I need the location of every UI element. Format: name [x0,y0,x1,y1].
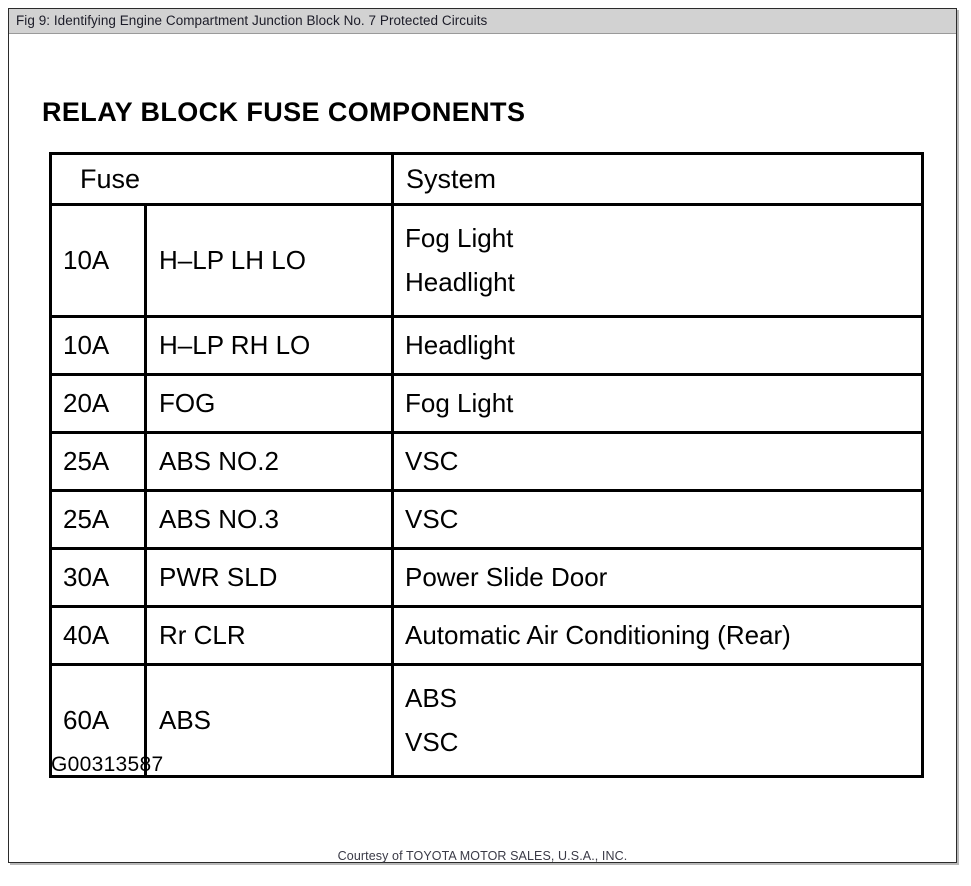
system-line: Fog Light [405,223,514,254]
figure-caption-text: Fig 9: Identifying Engine Compartment Ju… [16,13,488,29]
cell-fuse-name: ABS NO.3 [144,489,394,550]
figure-body: RELAY BLOCK FUSE COMPONENTS Fuse System … [9,34,956,863]
cell-system: Automatic Air Conditioning (Rear) [391,605,924,666]
cell-system: Headlight [391,315,924,376]
system-line: VSC [405,445,459,476]
figure-title: RELAY BLOCK FUSE COMPONENTS [42,97,526,127]
system-line-group: VSC [405,445,921,476]
cell-amperage: 20A [49,373,147,434]
cell-amperage: 10A [49,315,147,376]
figure-caption-bar: Fig 9: Identifying Engine Compartment Ju… [9,9,956,34]
system-line: ABS [405,683,458,714]
cell-fuse-name: Rr CLR [144,605,394,666]
cell-fuse-name: H–LP RH LO [144,315,394,376]
system-line: Headlight [405,329,515,360]
system-line-group: Power Slide Door [405,561,921,592]
table-head: Fuse System [49,152,924,206]
system-line-group: Headlight [405,329,921,360]
column-header-system: System [391,152,924,206]
cell-system: Fog Light [391,373,924,434]
cell-fuse-name: PWR SLD [144,547,394,608]
system-line-group: Fog Light [405,387,921,418]
cell-amperage: 40A [49,605,147,666]
system-line-group: Automatic Air Conditioning (Rear) [405,619,921,650]
figure-id-label: G00313587 [51,753,164,776]
system-line: Fog Light [405,387,514,418]
cell-system: ABS VSC [391,663,924,778]
cell-system: VSC [391,489,924,550]
cell-amperage: 30A [49,547,147,608]
system-line: Headlight [405,266,515,297]
cell-amperage: 10A [49,203,147,318]
figure-frame: Fig 9: Identifying Engine Compartment Ju… [8,8,957,863]
cell-fuse-name: FOG [144,373,394,434]
system-line: VSC [405,503,459,534]
cell-amperage: 25A [49,489,147,550]
system-line: VSC [405,726,459,757]
figure-credit: Courtesy of TOYOTA MOTOR SALES, U.S.A., … [337,849,628,863]
system-line: Power Slide Door [405,561,608,592]
cell-system: Power Slide Door [391,547,924,608]
cell-amperage: 60A [49,663,147,778]
cell-fuse-name: ABS NO.2 [144,431,394,492]
table-header-row: Fuse System [49,152,924,206]
column-header-fuse: Fuse [49,152,394,206]
cell-system: VSC [391,431,924,492]
system-line-group: VSC [405,503,921,534]
system-line-group: ABS VSC [405,683,921,757]
cell-fuse-name: H–LP LH LO [144,203,394,318]
cell-fuse-name: ABS [144,663,394,778]
system-line: Automatic Air Conditioning (Rear) [405,619,791,650]
cell-amperage: 25A [49,431,147,492]
